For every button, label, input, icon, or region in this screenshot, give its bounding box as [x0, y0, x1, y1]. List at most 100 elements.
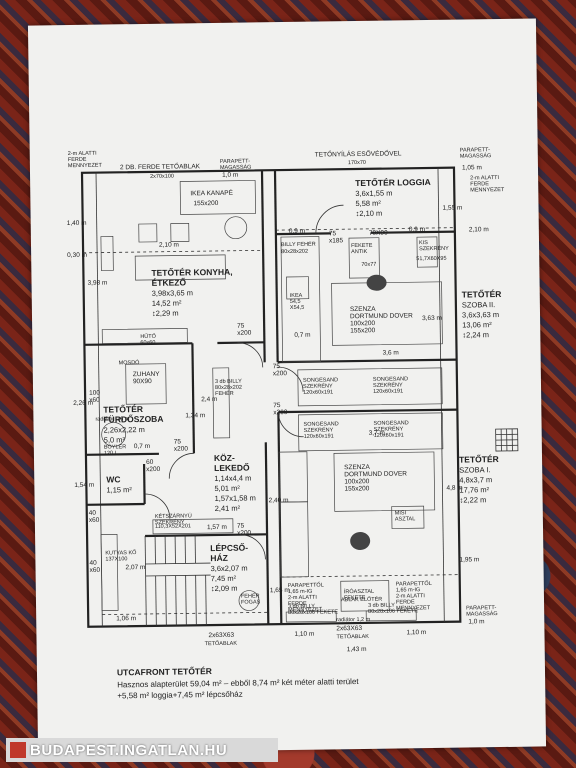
site-watermark: BUDAPEST.INGATLAN.HU: [6, 738, 278, 762]
door-wc: [144, 493, 171, 519]
caption-title: UTCAFRONT TETŐTÉR: [116, 666, 212, 678]
dim-154: 1,54 m: [74, 482, 94, 489]
door-stair: [240, 534, 266, 560]
room-hall-l1: 1,14x4,4 m: [214, 474, 251, 484]
wall-center-upper-2: [273, 170, 279, 363]
room-hall-l3: 1,57x1,58 m: [215, 493, 256, 503]
dim-07b: 0,7 m: [294, 332, 310, 339]
songesand-vertical-2: [279, 501, 310, 578]
bed-bottom: [333, 451, 436, 512]
fridge-counter: [101, 328, 188, 344]
door-room2: [277, 366, 304, 392]
outer-wall: [80, 166, 462, 628]
room-bath-l1: 2,26x2,22 m: [104, 425, 145, 435]
house-logo-icon: [10, 742, 26, 758]
room-bath-name2: FÜRDŐSZOBA: [103, 413, 163, 425]
dim-110a: 1,10 m: [294, 631, 314, 638]
label-parapet-bottom-right: PARAPETTŐL1,65 m-IG2-m ALATTIFERDEMENNYE…: [396, 580, 432, 612]
label-small-cabinet-size: 51,7X60X95: [416, 256, 446, 262]
bath-wall-bottom: [85, 452, 159, 456]
label-billy-white: BILLY FEHÉR: [281, 241, 316, 248]
label-coat-rack: FEHÉRFOGAS: [241, 592, 261, 605]
label-ikea-small: IKEA54,5X54,5: [290, 293, 305, 311]
room1-name2: SZOBA I.: [459, 465, 490, 474]
label-dog-stone: KUTYAS KŐ137X100: [105, 549, 137, 562]
dim-door-room2: 75x200: [273, 363, 288, 377]
kitchen-counter: [134, 254, 226, 281]
dim-165: 1,65 m: [270, 587, 290, 594]
label-billy-bottom-1: 3 db BILLY80x28x106 FEKETE: [288, 603, 338, 616]
dog-stone: [100, 534, 119, 611]
label-songesand-3: SONGESANDSZEKRÉNY120x60x191: [304, 421, 339, 440]
door-bath: [168, 452, 194, 479]
dim-143: 1,43 m: [347, 646, 367, 653]
dim-110b: 1,10 m: [406, 629, 426, 636]
label-roof-opening: TETŐNYÍLÁS ESŐVÉDŐVEL: [315, 148, 402, 158]
dim-195: 1,95 m: [459, 556, 479, 563]
label-roof-window-bl: 2x63X63: [208, 632, 234, 639]
label-wardrobe-size: 110,3X52X201: [155, 523, 191, 530]
room-hall-name2: LEKEDŐ: [214, 462, 250, 473]
label-ikea-sofa: IKEA KANAPÉ: [190, 188, 233, 198]
watermark-text: BUDAPEST.INGATLAN.HU: [30, 741, 228, 759]
label-roof-opening-size: 170x70: [348, 160, 366, 166]
label-roof-windows: 2 DB. FERDE TETŐABLAK: [120, 161, 201, 171]
room1-l3: ↕2,22 m: [460, 495, 487, 504]
label-desk: ÍRÓASZTALFEKETE: [344, 588, 374, 601]
dim-226: 2,26 m: [73, 400, 93, 407]
room-hall-l2: 5,01 m²: [214, 484, 240, 493]
wall-center-upper: [260, 170, 266, 363]
dim-240: 2,40 m: [269, 497, 289, 504]
dim-155: 1,55 m: [442, 205, 462, 212]
dim-75x185: 75x185: [329, 230, 344, 244]
songesand-vertical-1: [278, 451, 308, 503]
dim-40x60b: 40x60: [89, 560, 100, 574]
dim-134: 1,34 m: [185, 412, 205, 419]
label-billy-bottom-2: 3 db BILLY80x28x106 FEKETE: [368, 602, 418, 615]
label-sink: MOSDÓ: [119, 359, 141, 366]
room1-name: TETŐTÉR: [459, 453, 499, 465]
label-parapet-top-left-val: 1,0 m: [222, 172, 238, 179]
dim-door-bath: 75x200: [174, 438, 189, 452]
label-parapet-top-right: PARAPETT-MAGASSÁG: [460, 147, 492, 159]
label-wardrobe: KÉTSZÁRNYÚSZEKRÉNY: [155, 512, 192, 526]
label-songesand-2: SONGESANDSZEKRÉNY120x60x191: [373, 376, 408, 395]
billy-shelf-left: [280, 236, 322, 363]
room2-l3: ↕2,24 m: [462, 330, 489, 339]
kitchen-wall-bottom: [84, 342, 193, 346]
label-misi-table: MISIASZTAL: [395, 510, 416, 522]
room-kitchen-l2: 14,52 m²: [152, 298, 182, 307]
dim-030: 0,30 m: [67, 252, 87, 259]
loggia-wall-a: [275, 232, 331, 236]
door-room1: [277, 412, 304, 438]
label-parapet-top-left: PARAPETT-MAGASSÁG: [220, 158, 252, 170]
slope-line-stair: [102, 611, 269, 616]
dim-363: 3,63 m: [422, 315, 442, 322]
room-stair-l3: ↕2,09 m: [211, 584, 238, 593]
dim-398: 3,98 m: [87, 279, 107, 286]
door-loggia: [315, 204, 344, 234]
room1-l2: 17,76 m²: [459, 485, 489, 494]
lamp-bottom: [350, 531, 371, 550]
room-loggia-name: TETŐTÉR LOGGIA: [355, 176, 431, 188]
stair-wall-left: [144, 535, 147, 626]
door-kitchen: [237, 342, 264, 368]
dim-140: 1,40 m: [67, 220, 87, 227]
label-roof-windows-size: 2x70x100: [150, 174, 174, 180]
loggia-wall-b: [370, 230, 455, 234]
dim-radiator-06: radiátor 0,6 m: [95, 416, 129, 422]
dim-36: 3,6 m: [383, 349, 399, 356]
label-parapet-top-right-val: 1,05 m: [462, 164, 482, 171]
dim-48: 4,8 m: [446, 485, 462, 492]
room2-l2: 13,06 m²: [462, 320, 492, 329]
coat-rack: [238, 590, 260, 611]
room-loggia-l3: ↕2,10 m: [356, 209, 383, 218]
room-kitchen-name: TETŐTÉR KONYHA,: [151, 266, 232, 278]
misi-table: [391, 505, 425, 529]
room-stair-name: LÉPCSŐ-: [210, 542, 248, 554]
floor-plan-sheet: TETŐTÉR LOGGIA 3,6x1,55 m 5,58 m² ↕2,10 …: [27, 18, 547, 754]
dim-40x60a: 40x60: [89, 510, 100, 524]
label-roof-window-br-2: TETŐABLAK: [336, 633, 369, 640]
dim-106: 1,06 m: [116, 615, 136, 622]
dim-door-kitchen: 75x200: [237, 322, 252, 336]
